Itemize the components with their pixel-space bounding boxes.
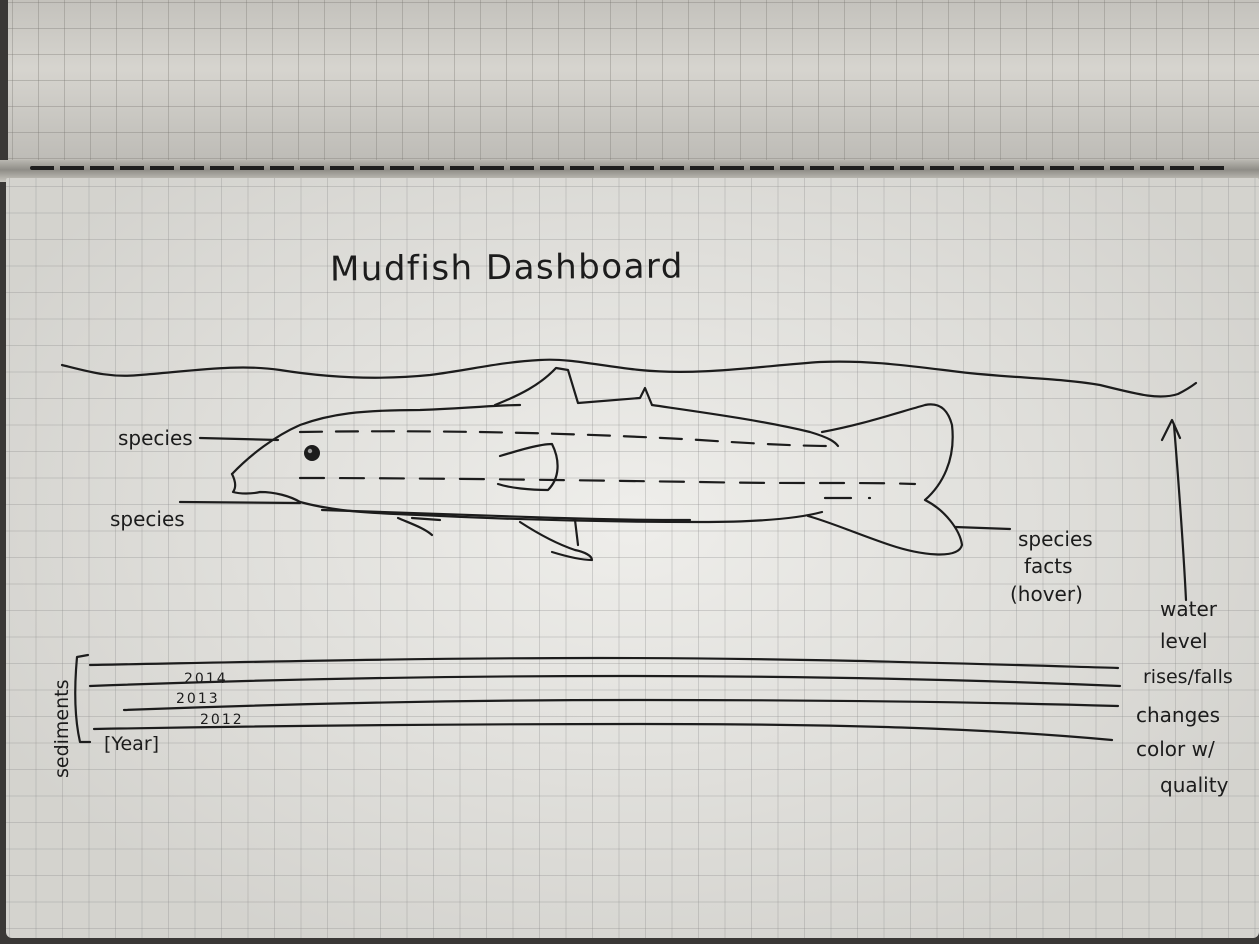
sediment-year-2012: 2012 [200, 712, 244, 728]
page-title: Mudfish Dashboard [330, 246, 684, 289]
label-species-bottom: species [110, 507, 185, 531]
sediment-line-3 [124, 700, 1118, 710]
label-changes-1: changes [1136, 703, 1220, 727]
fish-anal-fin [520, 520, 592, 560]
label-species-facts-1: species [1018, 527, 1093, 551]
label-species-top: species [118, 426, 193, 450]
fish-lateral-stripe-lower [300, 478, 915, 484]
label-species-facts-3: (hover) [1010, 582, 1083, 606]
sediment-year-2013: 2013 [176, 691, 220, 707]
label-water-1: water [1160, 597, 1218, 621]
sediment-line-1 [90, 658, 1118, 668]
fish-dorsal-fin [495, 368, 652, 405]
sediment-line-4 [94, 724, 1112, 740]
fish-pectoral-fin [498, 444, 558, 490]
fish-body-top [232, 405, 838, 474]
sediment-year-placeholder: [Year] [104, 733, 159, 755]
water-level-arrow [1162, 420, 1186, 600]
label-changes-3: quality [1160, 773, 1229, 797]
label-water-3: rises/falls [1143, 666, 1233, 688]
leader-species-top [200, 438, 278, 440]
fish-mouth [232, 474, 300, 502]
sediment-line-2 [90, 676, 1120, 686]
label-water-2: level [1160, 629, 1208, 653]
label-species-facts-2: facts [1024, 554, 1073, 578]
label-changes-2: color w/ [1136, 737, 1215, 761]
fish-tail [808, 404, 962, 554]
fish-lateral-stripe-upper [300, 431, 830, 446]
leader-species-bottom [180, 502, 300, 503]
water-surface-line [62, 360, 1196, 397]
sediments-bracket [75, 655, 90, 742]
fish-eye [304, 445, 320, 461]
fish-pelvic-fin [398, 518, 440, 535]
leader-species-facts [955, 527, 1010, 529]
sediment-year-2014: 2014 [184, 671, 228, 687]
label-sediments: sediments [51, 679, 73, 778]
